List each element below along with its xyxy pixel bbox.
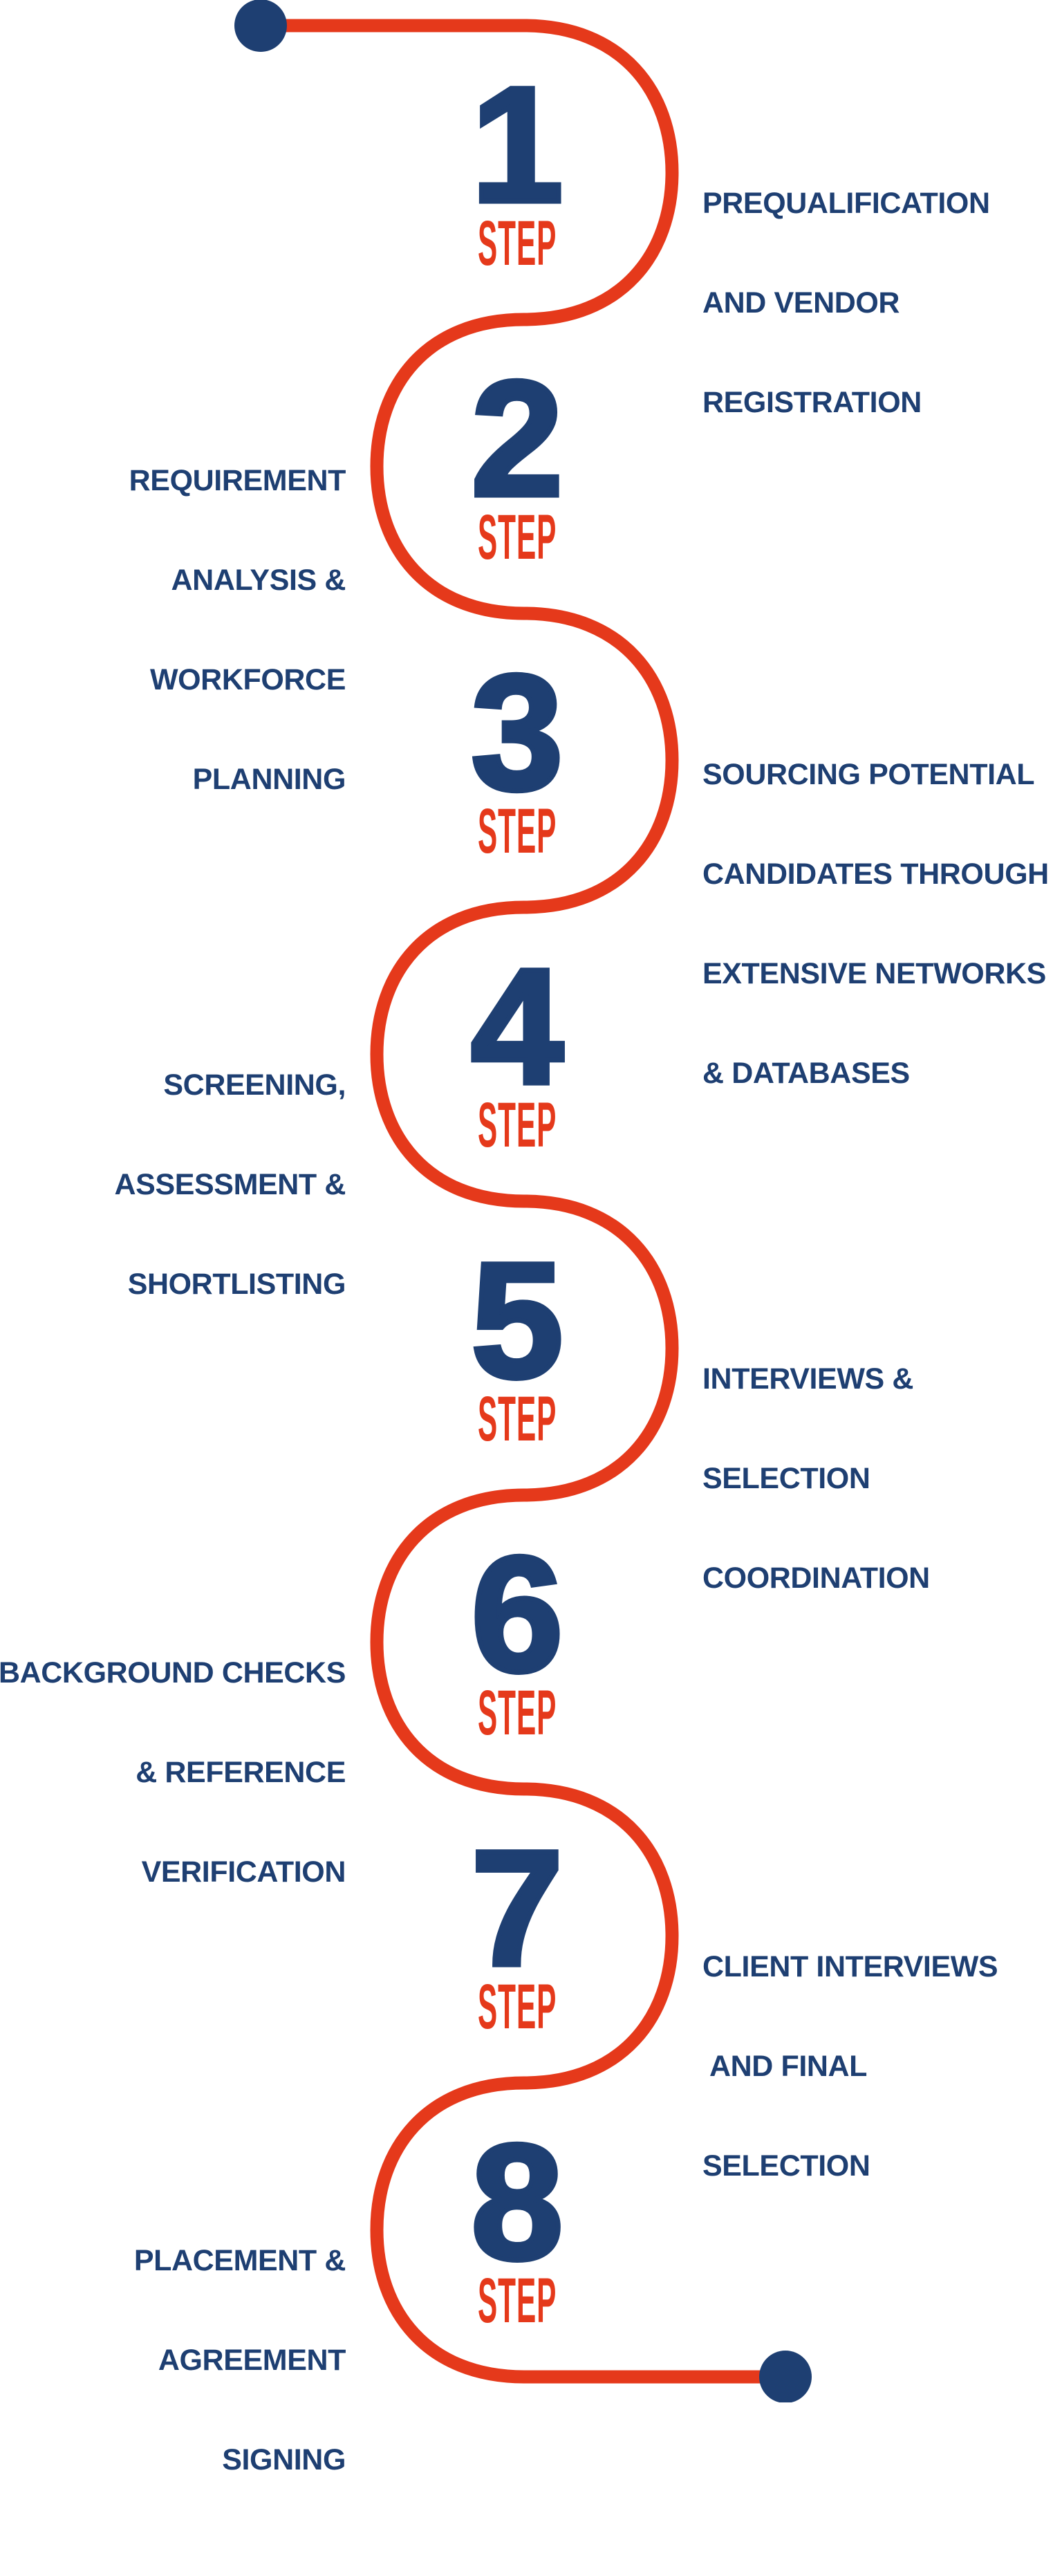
- step-label: STEP: [413, 208, 621, 279]
- step-label-text: STEP: [477, 1090, 557, 1160]
- description-line: REQUIREMENT: [129, 463, 346, 497]
- step-label: STEP: [413, 2265, 621, 2336]
- step-label: STEP: [413, 796, 621, 867]
- step-8: 8 STEP PLACEMENT & AGREEMENT SIGNING: [0, 2110, 1053, 2476]
- step-number-text: 1: [469, 53, 566, 237]
- description-line: AND FINAL: [702, 2049, 868, 2083]
- step-number-text: 2: [469, 346, 566, 530]
- timeline-path: [234, 0, 812, 2402]
- step-2: 2 STEP REQUIREMENT ANALYSIS & WORKFORCE …: [0, 346, 1053, 796]
- description-line: SCREENING,: [163, 1068, 346, 1102]
- step-number: 5: [434, 1228, 600, 1412]
- step-label-text: STEP: [477, 796, 557, 867]
- description-line: ANALYSIS &: [171, 563, 346, 597]
- step-6: 6 STEP BACKGROUND CHECKS & REFERENCE VER…: [0, 1522, 1053, 1889]
- step-description: INTERVIEWS & SELECTION COORDINATION: [702, 1296, 930, 1694]
- step-number-text: 6: [469, 1522, 566, 1706]
- description-line: & DATABASES: [702, 1056, 910, 1090]
- step-description: REQUIREMENT ANALYSIS & WORKFORCE PLANNIN…: [129, 398, 346, 862]
- step-description: PLACEMENT & AGREEMENT SIGNING: [134, 2178, 346, 2576]
- step-label: STEP: [413, 1678, 621, 1748]
- step-number-text: 3: [469, 640, 566, 824]
- step-number-text: 5: [469, 1228, 566, 1412]
- step-label-text: STEP: [477, 2265, 557, 2336]
- description-line: VERIFICATION: [141, 1855, 346, 1889]
- step-label-text: STEP: [477, 1384, 557, 1454]
- step-number: 2: [434, 346, 600, 530]
- step-number: 3: [434, 640, 600, 824]
- description-line: INTERVIEWS &: [702, 1362, 913, 1396]
- step-label: STEP: [413, 1090, 621, 1160]
- description-line: COORDINATION: [702, 1561, 930, 1595]
- description-line: WORKFORCE: [149, 662, 346, 696]
- step-number-text: 8: [469, 2110, 566, 2294]
- step-7: 7 STEP CLIENT INTERVIEWS AND FINAL SELEC…: [0, 1816, 1053, 2183]
- step-3: 3 STEP SOURCING POTENTIAL CANDIDATES THR…: [0, 640, 1053, 1090]
- description-line: AND VENDOR: [702, 286, 900, 319]
- description-line: & REFERENCE: [136, 1755, 346, 1789]
- step-number: 8: [434, 2110, 600, 2294]
- description-line: SIGNING: [222, 2443, 346, 2476]
- step-description: SOURCING POTENTIAL CANDIDATES THROUGH EX…: [702, 692, 1049, 1156]
- description-line: AGREEMENT: [158, 2343, 346, 2377]
- step-description: PREQUALIFICATION AND VENDOR REGISTRATION: [702, 120, 990, 519]
- step-label-text: STEP: [477, 1972, 557, 2042]
- step-number: 7: [434, 1816, 600, 2000]
- step-label: STEP: [413, 1972, 621, 2042]
- step-number: 1: [434, 53, 600, 237]
- step-label: STEP: [413, 502, 621, 573]
- description-line: SOURCING POTENTIAL: [702, 757, 1035, 791]
- description-line: ASSESSMENT &: [114, 1167, 346, 1201]
- step-label: STEP: [413, 1384, 621, 1454]
- step-number: 4: [434, 934, 600, 1118]
- wave-line: [254, 19, 792, 2384]
- step-description: SCREENING, ASSESSMENT & SHORTLISTING: [115, 1002, 346, 1400]
- description-line: BACKGROUND CHECKS: [0, 1656, 346, 1689]
- description-line: SELECTION: [702, 2149, 870, 2183]
- step-label-text: STEP: [477, 208, 557, 279]
- description-line: CANDIDATES THROUGH: [702, 857, 1049, 891]
- step-number-text: 7: [469, 1816, 566, 2000]
- description-line: EXTENSIVE NETWORKS: [702, 956, 1046, 990]
- description-line: CLIENT INTERVIEWS: [702, 1949, 998, 1983]
- step-number: 6: [434, 1522, 600, 1706]
- description-line: REGISTRATION: [702, 385, 922, 419]
- step-1: 1 STEP PREQUALIFICATION AND VENDOR REGIS…: [0, 53, 1053, 419]
- description-line: PLACEMENT &: [133, 2243, 346, 2277]
- step-label-text: STEP: [477, 1678, 557, 1748]
- step-description: BACKGROUND CHECKS & REFERENCE VERIFICATI…: [0, 1590, 346, 1988]
- step-description: CLIENT INTERVIEWS AND FINAL SELECTION: [702, 1884, 998, 2282]
- step-label-text: STEP: [477, 502, 557, 573]
- step-4: 4 STEP SCREENING, ASSESSMENT & SHORTLIST…: [0, 934, 1053, 1301]
- step-5: 5 STEP INTERVIEWS & SELECTION COORDINATI…: [0, 1228, 1053, 1595]
- end-dot-icon: [759, 2351, 812, 2402]
- description-line: SELECTION: [702, 1461, 870, 1495]
- step-number-text: 4: [469, 934, 566, 1118]
- description-line: SHORTLISTING: [127, 1267, 346, 1301]
- description-line: PREQUALIFICATION: [702, 186, 990, 220]
- start-dot-icon: [234, 0, 287, 52]
- description-line: PLANNING: [192, 762, 346, 796]
